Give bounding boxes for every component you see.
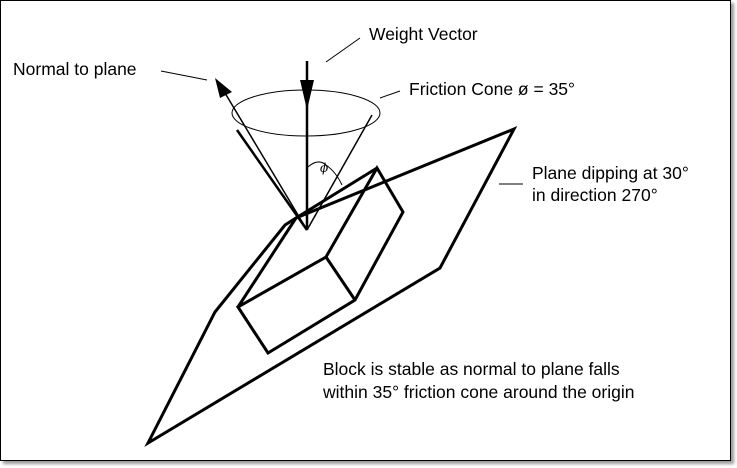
weight-vector-label: Weight Vector [369,24,478,44]
friction-cone-label: Friction Cone ø = 35° [409,79,576,99]
stability-note-line1: Block is stable as normal to plane falls [323,359,620,379]
normal-vector-arrowhead [215,78,232,98]
leader-weight-vector [325,37,361,63]
plane-label-line1: Plane dipping at 30° [532,163,689,183]
normal-to-plane-label: Normal to plane [13,59,137,79]
weight-vector-arrowhead [300,80,314,110]
block [235,165,405,356]
plane-label-line2: in direction 270° [532,185,658,205]
diagram-frame [0,0,731,461]
normal-vector [221,87,308,231]
leader-friction-cone [379,90,401,99]
cone-right-edge [306,114,373,231]
cone-left-edge [235,129,309,231]
phi-symbol: ϕ [320,161,329,175]
phi-angle-arc [307,161,343,186]
leader-normal [160,70,208,81]
stability-note-line2: within 35° friction cone around the orig… [323,382,635,402]
